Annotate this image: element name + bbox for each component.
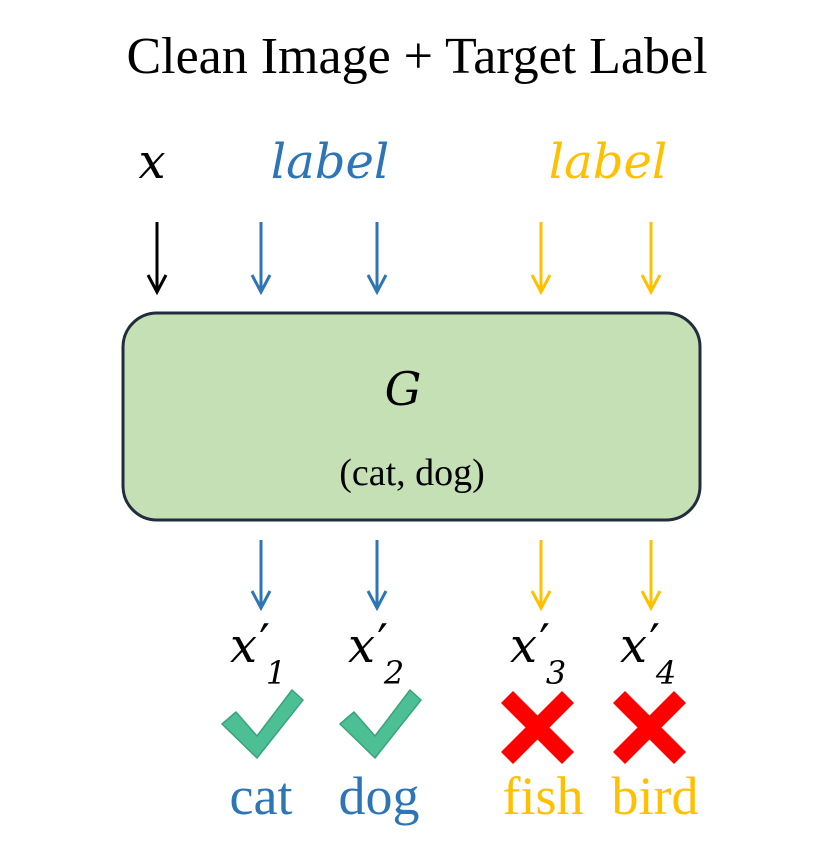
output-var-1: x′ 1 — [230, 614, 286, 692]
generator-box — [121, 311, 702, 522]
arrow-x — [146, 222, 168, 296]
cross-icon — [612, 690, 687, 765]
output-sub-1: 1 — [266, 654, 286, 692]
arrow-label-blue-1 — [250, 222, 272, 296]
output-label-bird: bird — [612, 766, 699, 826]
output-label-cat: cat — [230, 766, 293, 826]
output-label-dog: dog — [339, 766, 420, 826]
svg-text:x′: x′ — [230, 614, 270, 674]
arrow-out-3 — [530, 540, 552, 612]
output-label-fish: fish — [503, 766, 584, 826]
cross-icon — [500, 690, 575, 765]
arrow-label-gold-2 — [640, 222, 662, 296]
input-x: x — [138, 134, 165, 190]
arrow-out-1 — [250, 540, 272, 612]
generator-classes: (cat, dog) — [339, 452, 485, 494]
check-icon — [221, 689, 304, 759]
svg-text:x′: x′ — [510, 614, 550, 674]
generator-symbol: G — [385, 362, 422, 416]
svg-text:x′: x′ — [620, 614, 660, 674]
arrow-label-gold-1 — [530, 222, 552, 296]
check-icon — [339, 689, 422, 759]
input-label-gold: label — [549, 134, 667, 190]
output-arrows — [250, 540, 662, 612]
output-sub-4: 4 — [655, 654, 676, 692]
diagram-title: Clean Image + Target Label — [126, 28, 707, 85]
input-label-blue: label — [271, 134, 389, 190]
input-arrows — [146, 222, 662, 296]
arrow-out-2 — [366, 540, 388, 612]
output-var-4: x′ 4 — [620, 614, 676, 692]
output-sub-2: 2 — [383, 654, 404, 692]
arrow-out-4 — [640, 540, 662, 612]
output-sub-3: 3 — [546, 654, 566, 692]
svg-text:x′: x′ — [348, 614, 388, 674]
arrow-label-blue-2 — [366, 222, 388, 296]
output-var-3: x′ 3 — [510, 614, 566, 692]
output-var-2: x′ 2 — [348, 614, 404, 692]
